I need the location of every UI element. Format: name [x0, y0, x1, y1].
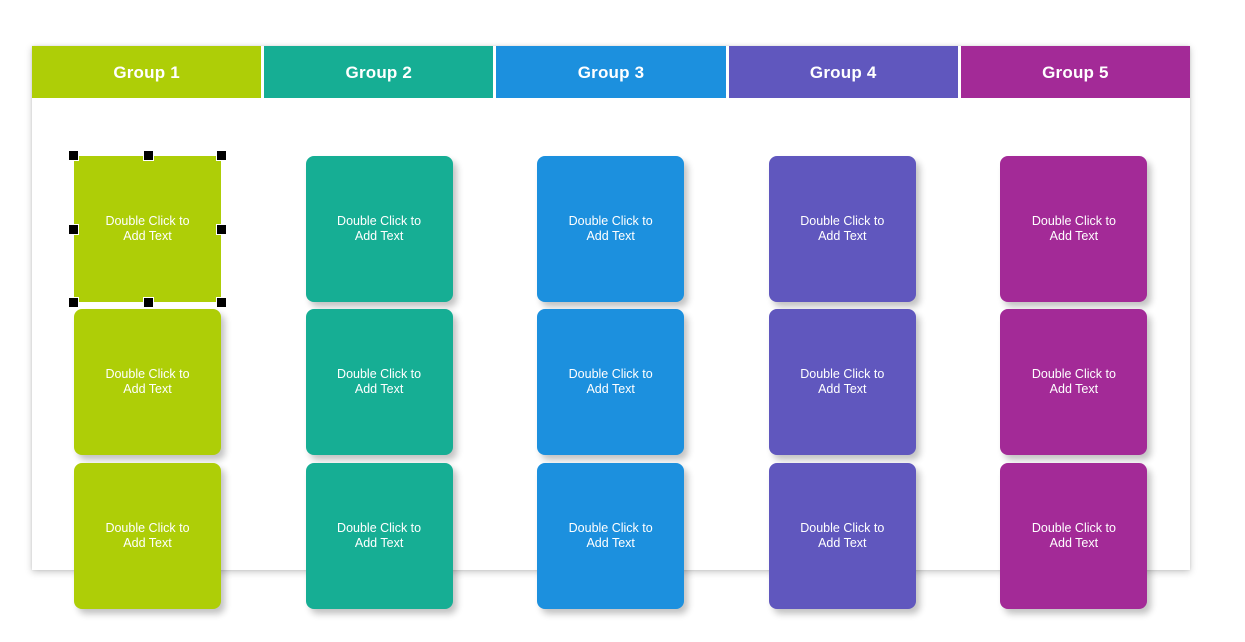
card[interactable]: Double Click to Add Text: [305, 463, 453, 609]
group-header-label: Group 4: [809, 62, 877, 82]
group-header-1[interactable]: Group 1: [32, 46, 262, 98]
card-selected[interactable]: Double Click to Add Text: [68, 150, 227, 308]
group-header-5[interactable]: Group 5: [960, 46, 1191, 98]
card[interactable]: Double Click to Add Text: [537, 463, 685, 609]
card-text: Double Click to Add Text: [337, 520, 422, 551]
group-header-3[interactable]: Group 3: [496, 46, 726, 98]
card[interactable]: Double Click to Add Text: [1000, 309, 1148, 455]
group-header-row: Group 1 Group 2 Group 3 Group 4 Group 5: [32, 46, 1191, 98]
card[interactable]: Double Click to Add Text: [768, 309, 916, 455]
card-text: Double Click to Add Text: [1031, 520, 1116, 551]
card-text: Double Click to Add Text: [105, 213, 190, 244]
card-text: Double Click to Add Text: [105, 520, 190, 551]
card-text: Double Click to Add Text: [337, 366, 422, 397]
group-header-label: Group 2: [345, 62, 413, 82]
card-text: Double Click to Add Text: [800, 520, 885, 551]
group-header-2[interactable]: Group 2: [264, 46, 494, 98]
card[interactable]: Double Click to Add Text: [74, 463, 221, 609]
card-text: Double Click to Add Text: [568, 213, 653, 244]
card-text: Double Click to Add Text: [800, 366, 885, 397]
card[interactable]: Double Click to Add Text: [305, 156, 453, 302]
group-header-4[interactable]: Group 4: [728, 46, 958, 98]
group-header-label: Group 5: [1042, 62, 1109, 82]
resize-handle-bottom-left[interactable]: [68, 297, 79, 308]
diagram-canvas[interactable]: Group 1 Group 2 Group 3 Group 4 Group 5 Doub…: [32, 46, 1191, 609]
card-text: Double Click to Add Text: [800, 213, 885, 244]
card[interactable]: Double Click to Add Text: [768, 463, 916, 609]
card[interactable]: Double Click to Add Text: [768, 156, 916, 302]
resize-handle-top-middle[interactable]: [142, 150, 154, 161]
card[interactable]: Double Click to Add Text: [537, 156, 685, 302]
card-text: Double Click to Add Text: [105, 366, 190, 397]
resize-handle-top-left[interactable]: [68, 150, 79, 161]
card-text: Double Click to Add Text: [568, 366, 653, 397]
group-header-label: Group 3: [577, 62, 645, 82]
card[interactable]: Double Click to Add Text: [74, 309, 221, 455]
resize-handle-middle-left[interactable]: [68, 224, 79, 235]
resize-handle-bottom-right[interactable]: [216, 297, 227, 308]
resize-handle-bottom-middle[interactable]: [142, 297, 154, 308]
card-text: Double Click to Add Text: [568, 520, 653, 551]
resize-handle-top-right[interactable]: [216, 150, 227, 161]
group-header-label: Group 1: [113, 62, 180, 82]
card[interactable]: Double Click to Add Text: [1000, 463, 1148, 609]
card[interactable]: Double Click to Add Text: [305, 309, 453, 455]
card[interactable]: Double Click to Add Text: [537, 309, 685, 455]
card-text: Double Click to Add Text: [1031, 366, 1116, 397]
card-text: Double Click to Add Text: [1031, 213, 1116, 244]
card-text: Double Click to Add Text: [337, 213, 422, 244]
card[interactable]: Double Click to Add Text: [1000, 156, 1148, 302]
resize-handle-middle-right[interactable]: [216, 224, 227, 235]
